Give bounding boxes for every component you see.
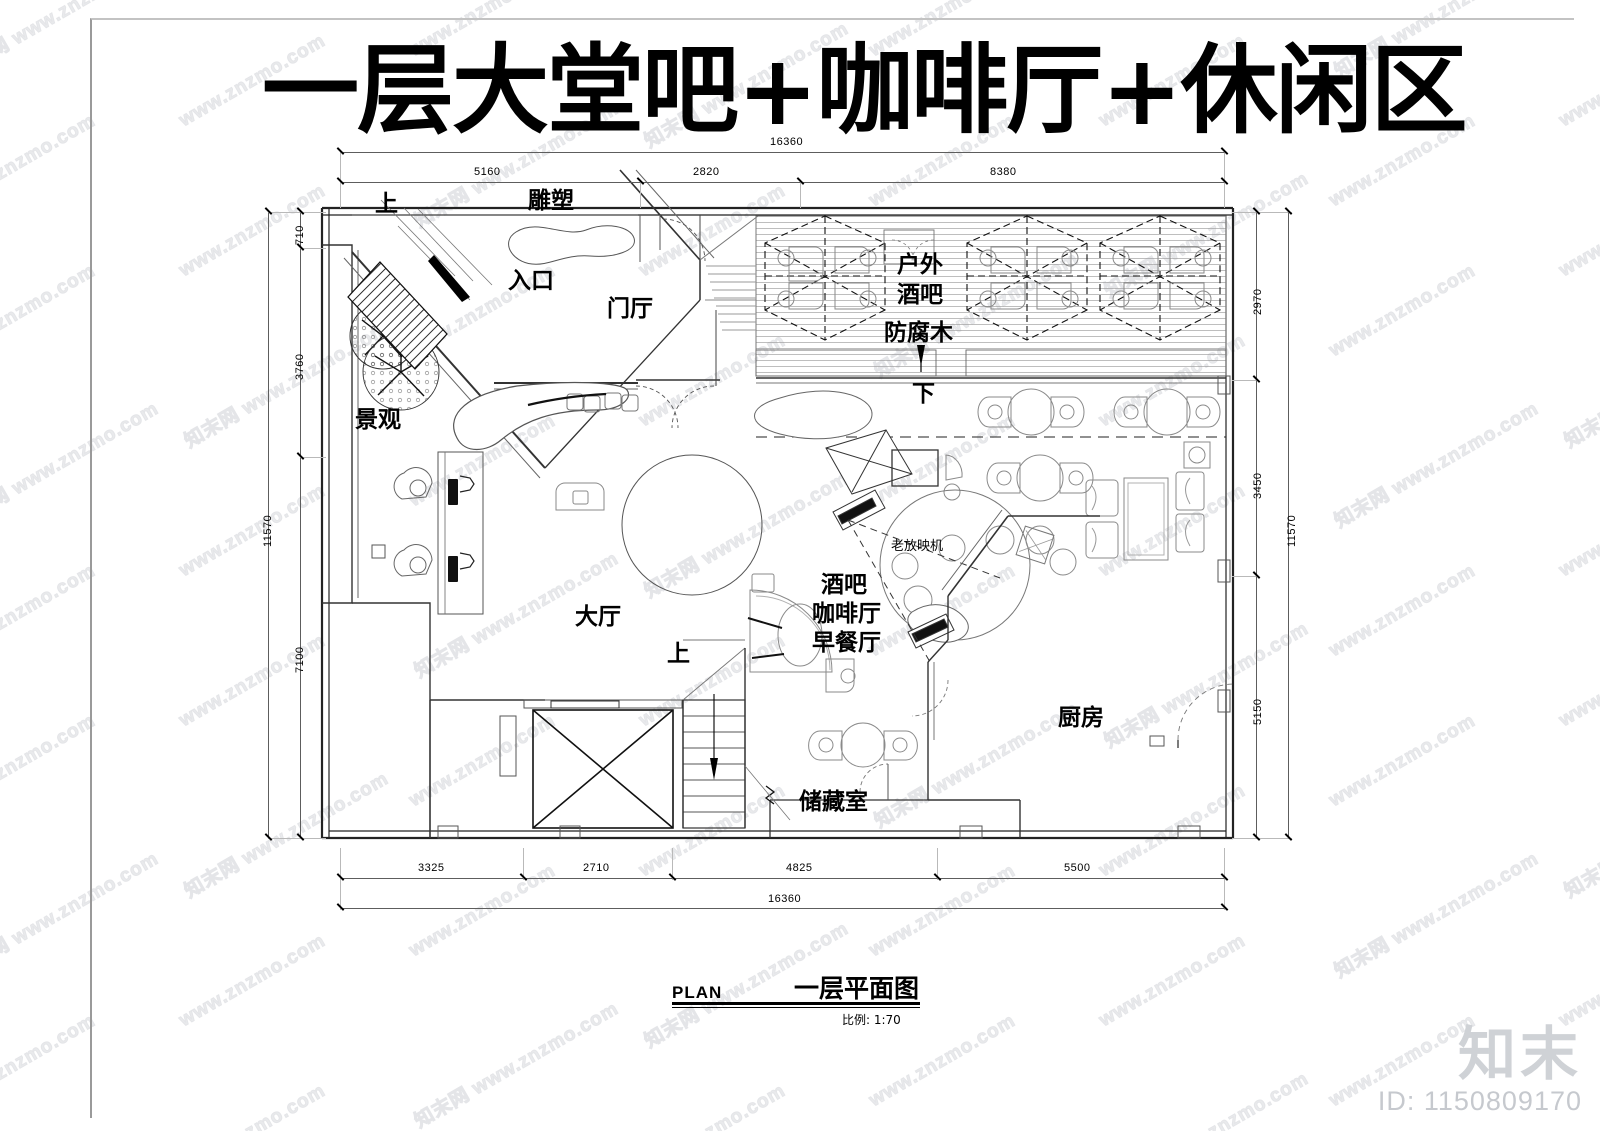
dim-ext-line bbox=[1232, 212, 1292, 213]
room-label-storage: 储藏室 bbox=[799, 789, 868, 815]
dim-right-seg-1: 2970 bbox=[1252, 288, 1264, 315]
room-label-bar-cafe-1: 酒吧 bbox=[821, 572, 867, 598]
dim-ext-line bbox=[1232, 576, 1258, 577]
annotation-old-projector: 老放映机 bbox=[891, 539, 944, 554]
dim-left-seg-line bbox=[300, 212, 301, 838]
title-rule-thick bbox=[672, 1002, 920, 1005]
room-label-lobby: 大厅 bbox=[575, 604, 621, 630]
brand-logo: 知末 bbox=[1457, 1020, 1582, 1088]
dim-right-seg-3: 5150 bbox=[1252, 698, 1264, 725]
room-label-up-stair-top: 上 bbox=[375, 191, 398, 217]
dim-left-seg-2: 3760 bbox=[294, 353, 306, 380]
room-label-entrance: 入口 bbox=[508, 268, 554, 294]
dim-ext-line bbox=[800, 182, 801, 208]
dim-right-seg-line bbox=[1256, 212, 1257, 838]
dim-left-total: 11570 bbox=[262, 514, 274, 547]
dim-right-total: 11570 bbox=[1286, 514, 1298, 547]
dim-bottom-seg-4: 5500 bbox=[1064, 862, 1091, 874]
room-label-outdoor-bar-2: 酒吧 bbox=[897, 282, 943, 308]
room-label-down-stair: 下 bbox=[912, 381, 935, 407]
room-label-foyer: 门厅 bbox=[607, 296, 653, 322]
page-title: 一层大堂吧+咖啡厅+休闲区 bbox=[262, 34, 1468, 147]
dim-bottom-seg-2: 2710 bbox=[583, 862, 610, 874]
drawing-scale: 比例: 1:70 bbox=[842, 1013, 901, 1027]
dim-ext-line bbox=[268, 212, 326, 213]
dim-ext-line bbox=[300, 248, 326, 249]
room-label-bar-cafe-3: 早餐厅 bbox=[812, 630, 881, 656]
dim-bottom-total: 16360 bbox=[768, 893, 802, 905]
dim-left-seg-3: 7100 bbox=[294, 646, 306, 673]
room-label-kitchen: 厨房 bbox=[1058, 705, 1104, 731]
room-label-outdoor-bar: 户外 bbox=[897, 252, 943, 278]
dim-top-total: 16360 bbox=[770, 136, 804, 148]
dim-bottom-seg-line bbox=[340, 878, 1224, 879]
dim-ext-line bbox=[672, 848, 673, 880]
dim-ext-line bbox=[523, 848, 524, 880]
drawing-id: ID: 1150809170 bbox=[1377, 1086, 1582, 1116]
dim-right-seg-2: 3450 bbox=[1252, 472, 1264, 499]
dim-bottom-total-line bbox=[340, 908, 1224, 909]
dim-top-seg-2: 2820 bbox=[693, 166, 720, 178]
dim-ext-line bbox=[640, 182, 641, 208]
drawing-name-en: PLAN bbox=[672, 983, 723, 1002]
dim-ext-line bbox=[1232, 838, 1292, 839]
room-label-sculpture: 雕塑 bbox=[528, 188, 574, 214]
dim-top-seg-1: 5160 bbox=[474, 166, 501, 178]
dim-ext-line bbox=[300, 457, 326, 458]
dim-top-seg-3: 8380 bbox=[990, 166, 1017, 178]
room-label-landscape: 景观 bbox=[355, 407, 401, 433]
room-label-up-stair-mid: 上 bbox=[667, 641, 690, 667]
dim-ext-line bbox=[1232, 380, 1258, 381]
dim-ext-line bbox=[937, 848, 938, 880]
dim-bottom-seg-1: 3325 bbox=[418, 862, 445, 874]
title-rule-thin bbox=[672, 1007, 920, 1008]
dim-left-total-line bbox=[268, 212, 269, 838]
dim-right-total-line bbox=[1288, 212, 1289, 838]
room-label-anticorrosive: 防腐木 bbox=[884, 320, 953, 346]
brand-block: 知末 ID: 1150809170 bbox=[1378, 1023, 1582, 1117]
dim-top-total-line bbox=[340, 152, 1224, 153]
dim-left-seg-1: 710 bbox=[294, 225, 306, 245]
dim-bottom-seg-3: 4825 bbox=[786, 862, 813, 874]
drawing-name-cn: 一层平面图 bbox=[794, 974, 920, 1003]
sheet-border bbox=[90, 18, 1574, 1118]
dim-ext-line bbox=[268, 838, 326, 839]
room-label-bar-cafe-2: 咖啡厅 bbox=[812, 601, 881, 627]
dim-top-seg-line bbox=[340, 182, 1224, 183]
